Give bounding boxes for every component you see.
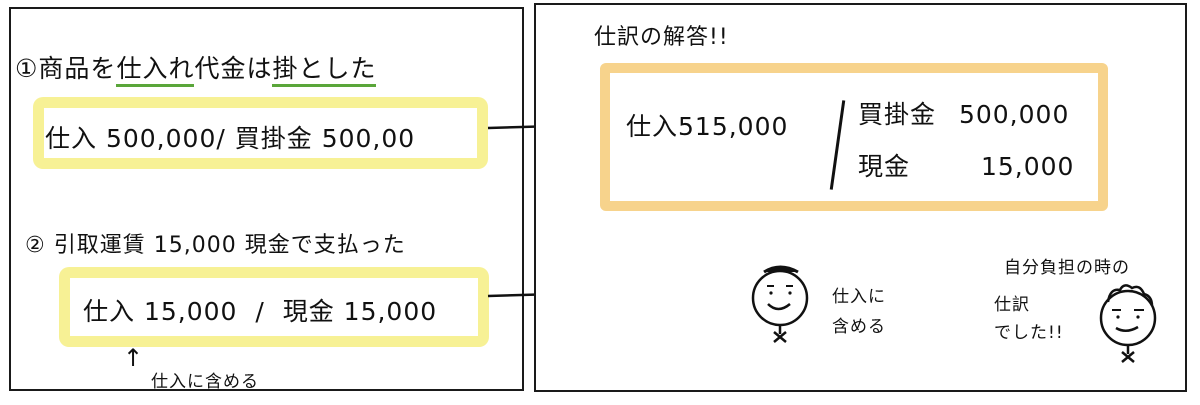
debit-account: 仕入 (83, 297, 136, 326)
credit-account: 買掛金 (234, 124, 313, 153)
underlined-on-credit: 掛とした (272, 54, 377, 87)
highlight-box-entry-2 (59, 267, 489, 347)
answer-credit-1: 買掛金 500,000 (858, 95, 1069, 131)
character-2-speech-bottom: 仕訳 でした!! (994, 295, 1064, 343)
answer-debit-amount: 515,000 (678, 112, 789, 141)
underlined-purchase: 仕入れ (116, 54, 195, 87)
question-1-text-a: 商品を (38, 54, 117, 83)
character-2-speech-top: 自分負担の時の (1004, 258, 1130, 278)
question-1-number: ① (15, 54, 39, 83)
smiling-character-icon (751, 265, 809, 343)
curly-hair-character-icon (1099, 284, 1157, 363)
highlight-box-entry-1 (33, 97, 488, 169)
credit-account: 現金 (858, 152, 911, 181)
question-2-text: 引取運賃 15,000 現金で支払った (53, 233, 406, 258)
highlight-box-answer (600, 63, 1108, 211)
right-panel-answer: 仕訳の解答!! 仕入515,000 買掛金 500,000 現金 15,000 … (534, 3, 1187, 392)
entry-separator: / (216, 124, 226, 153)
credit-account: 買掛金 (858, 100, 937, 129)
credit-amount: 15,000 (980, 152, 1075, 181)
answer-credit-2: 現金 15,000 (858, 147, 1074, 183)
question-1: ①商品を仕入れ代金は掛とした (15, 49, 377, 87)
journal-entry-2: 仕入 15,000 / 現金 15,000 (83, 292, 437, 328)
up-arrow-icon: ↑ (123, 344, 145, 372)
question-1-text-b: 代金は (194, 54, 273, 83)
credit-amount: 15,000 (343, 297, 438, 326)
answer-debit: 仕入515,000 (626, 107, 788, 143)
question-2: ② 引取運賃 15,000 現金で支払った (25, 227, 406, 259)
question-2-number: ② (25, 233, 46, 258)
entry-separator: / (255, 297, 265, 326)
journal-entry-1: 仕入 500,000/ 買掛金 500,00 (45, 119, 415, 155)
left-panel-problem: ①商品を仕入れ代金は掛とした 仕入 500,000/ 買掛金 500,00 ② … (9, 7, 524, 392)
debit-account: 仕入 (45, 124, 98, 153)
answer-title: 仕訳の解答!! (594, 25, 729, 50)
debit-amount: 15,000 (143, 297, 238, 326)
character-1-speech: 仕入に 含める (832, 287, 886, 337)
note-include-in-purchases: 仕入に含める (151, 372, 259, 392)
debit-amount: 500,000 (105, 124, 217, 153)
credit-amount: 500,000 (958, 100, 1070, 129)
credit-account: 現金 (282, 297, 335, 326)
answer-debit-account: 仕入 (626, 112, 679, 141)
credit-amount: 500,00 (321, 124, 416, 153)
